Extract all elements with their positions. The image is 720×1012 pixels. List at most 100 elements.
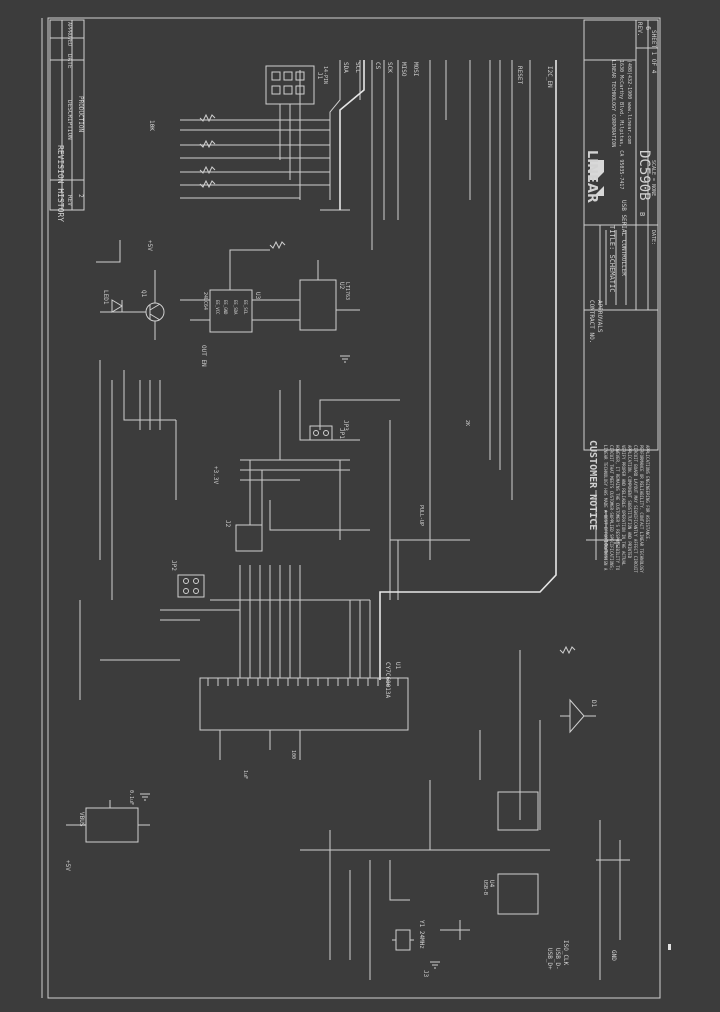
jp2-label: JP2: [170, 560, 177, 571]
schematic-title: TITLE: SCHEMATIC: [608, 225, 616, 292]
net-label-reset: RESET: [516, 66, 523, 84]
ee-sda-label: EE_SDA: [233, 300, 238, 315]
linear-logo: LINEAR: [584, 150, 604, 203]
rev-row-value: 2: [77, 194, 84, 198]
main-ic-u1: U1 CY7C68013A: [199, 662, 409, 731]
date-label: DATE:: [650, 230, 656, 245]
notice-line-2: CIRCUIT THAT MEETS CUSTOMER-SUPPLIED SPE…: [609, 445, 614, 570]
approved-col-header: APPROVED: [66, 22, 72, 46]
c-1u-label: 1uF: [242, 770, 248, 779]
vbus-regulator: VBUS: [66, 800, 150, 843]
description-col-header: DESCRIPTION: [66, 100, 73, 140]
net-label-sda: SDA: [342, 62, 349, 73]
net-label-usb-dm: USB_D-: [554, 948, 561, 970]
jumper-jp2: JP2: [170, 560, 205, 598]
u1-pin-fanout: [219, 565, 371, 760]
led1: LED1: [102, 290, 123, 313]
crystal-y1: Y1 24MHz: [392, 920, 425, 951]
title-block: LINEAR LINEAR TECHNOLOGY CORPORATION 163…: [583, 19, 659, 343]
ee-vcc-label: EE_VCC: [215, 300, 220, 315]
company-name: LINEAR TECHNOLOGY CORPORATION: [610, 60, 616, 147]
ee-gnd-label: EE_GND: [223, 300, 228, 315]
revision-history-block: REVISION HISTORY REV DESCRIPTION DATE AP…: [49, 19, 85, 222]
crystal-label: Y1 24MHz: [418, 920, 425, 949]
net-label-sck: SCK: [386, 62, 393, 73]
revision-history-title: REVISION HISTORY: [56, 145, 65, 222]
regulator-u2: U2 LT1763: [270, 260, 360, 331]
top-connector-j1: J1 14-PIN: [265, 65, 328, 105]
q1-label: Q1: [140, 290, 147, 298]
j3-label: J3: [422, 970, 429, 978]
sheet-marker: [668, 944, 671, 950]
u1-label: U1: [394, 662, 401, 670]
net-label-3v3-mid: +3.3V: [212, 466, 219, 484]
notice-line-7: PERFORMANCE OR RELIABILITY. CONTACT LINE…: [639, 445, 644, 573]
j2-label: J2: [224, 520, 231, 528]
net-label-miso: MISO: [400, 62, 407, 77]
bottom-wires: [300, 650, 550, 980]
connector-j2: J2: [224, 520, 263, 552]
net-label-mosi: MOSI: [412, 62, 419, 77]
notice-line-1: LINEAR TECHNOLOGY HAS MADE A BEST EFFORT…: [603, 445, 608, 571]
r-2k-label: 2K: [464, 420, 470, 426]
board-name: USB SERIAL CONTROLLER: [620, 200, 627, 276]
rev-row-description: PRODUCTION: [77, 96, 84, 133]
customer-notice-title: CUSTOMER NOTICE: [587, 440, 598, 530]
net-label-scl: SCL: [354, 62, 361, 73]
net-label-gnd-right: GND: [610, 950, 617, 961]
customer-notice-block: CUSTOMER NOTICE LINEAR TECHNOLOGY HAS MA…: [583, 309, 659, 573]
size-value: B: [638, 212, 646, 216]
net-label-usb-dp: USB_D+: [546, 948, 553, 970]
j1-type: 14-PIN: [322, 66, 328, 84]
vbus-reg-label: VBUS: [78, 812, 85, 827]
j1-label: J1: [316, 72, 323, 80]
right-top-nets: [389, 60, 531, 600]
out-en-label: OUT EN: [200, 345, 207, 367]
net-label-5v-top: +5V: [146, 240, 153, 251]
jumper-jp1: JP1: [309, 425, 345, 441]
notice-line-6: CIRCUIT BOARD LAYOUT MAY SIGNIFICANTLY A…: [633, 445, 638, 573]
top-bus-wires: [180, 60, 399, 250]
jp1-label: JP1: [338, 428, 345, 439]
contract-label: CONTRACT NO.: [588, 300, 595, 343]
sheet-number: SHEET 1 OF 4: [650, 30, 657, 74]
transistor-q1: Q1: [96, 240, 165, 340]
notice-line-5: APPLICATION. COMPONENT SUBSTITUTION AND …: [627, 445, 632, 559]
u1-pin-lines: [207, 678, 399, 686]
rev-value: 6: [644, 26, 652, 30]
net-label-i2c-en: I2C_EN: [546, 66, 553, 88]
jp3-label: JP3: [342, 420, 349, 431]
u2-part: LT1763: [344, 282, 350, 300]
notice-line-4: VERIFY PROPER AND RELIABLE OPERATION IN …: [621, 445, 626, 566]
ee-scl-label: EE_SCL: [243, 300, 248, 315]
led1-label: LED1: [102, 290, 109, 305]
u2-label: U2: [338, 282, 345, 290]
dwg-number: DC590B: [636, 150, 652, 201]
pullup-label: PULL-UP: [418, 505, 424, 526]
bold-bus-2: [379, 60, 557, 680]
bold-bus-1: [339, 60, 365, 210]
resistor-array: 10K: [148, 113, 216, 189]
company-address: 1630 McCarthy Blvd. Milpitas, CA 95035-7…: [618, 60, 624, 189]
u3-part: 24LC64: [202, 292, 208, 310]
rev-label: REV.: [636, 22, 643, 36]
left-signal-wires: [79, 360, 180, 700]
date-col-header: DATE: [66, 54, 73, 69]
notice-line-8: APPLICATIONS ENGINEERING FOR ASSISTANCE.: [645, 445, 650, 541]
rev-col-header: REV: [66, 195, 73, 206]
scale-label: SCALE = NONE: [650, 160, 656, 196]
ground-symbols: [140, 355, 622, 969]
approvals-label: APPROVALS: [596, 300, 603, 333]
usb-controller-u4: U4 USB-B: [482, 791, 539, 915]
mid-wires: [160, 380, 470, 621]
logo-text: LINEAR: [584, 150, 599, 203]
right-side-components: GND D1: [559, 490, 630, 980]
u3-label: U3: [254, 292, 261, 300]
eeprom-u3: U3 24LC64 EE_VCC EE_GND EE_SDA EE_SCL: [180, 240, 300, 333]
net-label-5v-left: +5V: [64, 860, 71, 871]
u4-label: U4: [488, 880, 495, 888]
notice-line-3: HOWEVER, IT REMAINS THE CUSTOMER'S RESPO…: [615, 445, 620, 571]
u4-part: USB-B: [482, 880, 488, 895]
d1-label: D1: [590, 700, 597, 708]
